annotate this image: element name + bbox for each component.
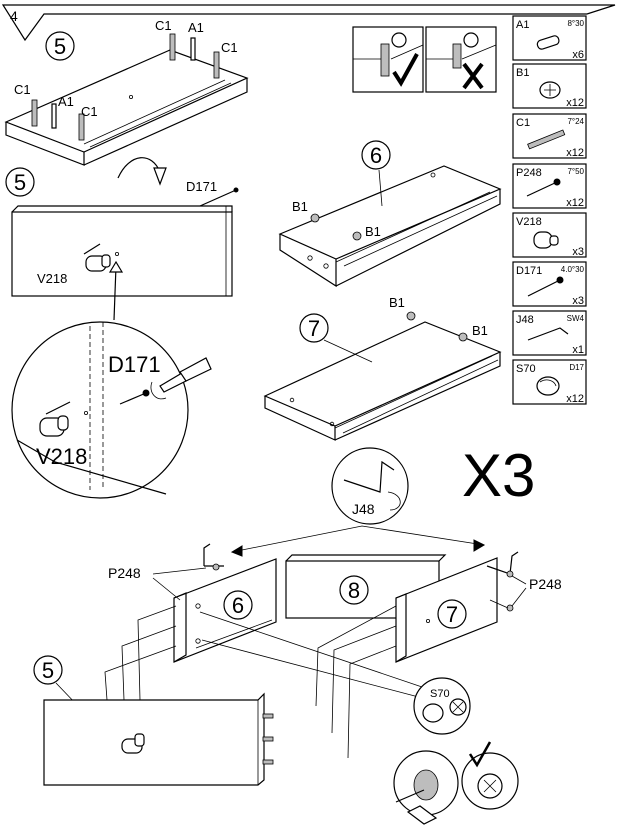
part-qty: x12 [566,147,584,159]
label-v218-small: V218 [37,271,67,286]
part-row: V218 x3 [512,212,587,258]
knob-icon [121,733,145,754]
cam-bolt-icon [262,713,274,765]
panel-number-6: 6 [370,143,382,168]
cap-icon [536,376,560,396]
panel-number-5-bottom: 5 [42,658,54,683]
knob-icon [533,231,559,249]
part-spec: 7°24 [567,117,584,126]
part-row: P248 7°50 x12 [512,163,587,209]
correct-insert-box [352,26,424,93]
part-row: J48 SW4 x1 [512,310,587,356]
screwdriver-icon [159,357,212,393]
screw-icon [527,276,564,297]
panel-number-7-side: 7 [446,602,458,627]
part-row: A1 8°30 x6 [512,15,587,61]
knob-detail-circle: D171 V218 [11,321,212,499]
panel-5-top-view: 5 C1 A1 C1 C1 A1 C1 [4,18,249,166]
label-a1-top: A1 [188,20,204,35]
cam-bolt-icon [527,129,566,150]
panel-6-view: 6 B1 B1 [278,140,502,288]
part-row: S70 D17 x12 [512,359,587,405]
cam-lock-icon [477,773,503,799]
label-c1-left: C1 [14,82,31,97]
allen-key-icon [527,327,569,341]
cam-lock-icon [395,769,439,825]
part-code: P248 [516,167,542,179]
part-spec: 7°50 [567,167,584,176]
panel-number-5-top: 5 [54,34,66,59]
step-header: 4 [1,4,616,42]
panel-number-5-front: 5 [14,170,26,195]
cam-lock-icon [406,311,468,342]
label-d171-top: D171 [186,179,217,194]
label-b1-p7-right: B1 [472,323,488,338]
part-row: C1 7°24 x12 [512,113,587,159]
part-qty: x12 [566,197,584,209]
label-b1-p7-left: B1 [389,295,405,310]
part-qty: x3 [572,295,584,307]
screw-icon [203,543,519,612]
knob-icon [39,415,69,437]
part-code: J48 [516,314,534,326]
panel-number-7: 7 [308,316,320,341]
cross-icon [462,62,484,90]
label-b1-p6-right: B1 [365,224,381,239]
label-p248-left: P248 [108,565,141,581]
panel-5-front-view: 5 D171 V218 [5,167,239,297]
parts-list: A1 8°30 x6 B1 x12 C1 7°24 x12 P248 7°50 … [512,15,587,405]
repeat-multiplier: X3 [462,442,535,509]
cap-icon [422,698,467,723]
cam-lock-icon [310,213,362,241]
part-qty: x1 [572,344,584,356]
part-qty: x12 [566,97,584,109]
check-icon [468,741,492,768]
part-spec: SW4 [567,314,585,323]
part-code: V218 [516,216,542,228]
part-code: B1 [516,67,529,79]
label-j48: J48 [352,501,375,517]
drawer-assembly: 8 6 7 P2 [33,525,562,825]
panel-number-8: 8 [348,578,360,603]
wrong-insert-box [425,26,497,93]
dowel-icon [536,35,560,50]
label-p248-right: P248 [529,576,562,592]
part-spec: D17 [569,363,584,372]
part-code: A1 [516,19,529,31]
part-qty: x3 [572,246,584,258]
part-code: C1 [516,117,530,129]
part-code: S70 [516,363,536,375]
label-s70: S70 [430,688,450,700]
label-c1-top: C1 [155,18,172,33]
panel-number-6-side: 6 [232,593,244,618]
step-number: 4 [10,8,18,24]
label-c1-right: C1 [221,40,238,55]
cam-lock-icon [539,81,561,99]
rotate-arrow-icon [117,157,167,186]
dowel-icon [51,37,196,129]
part-spec: 8°30 [567,19,584,28]
part-spec: 4.0°30 [561,265,585,274]
check-icon [392,53,419,87]
label-a1-left: A1 [58,94,74,109]
allen-key-icon [343,460,395,493]
screw-icon [199,187,239,207]
part-qty: x6 [572,49,584,61]
label-v218-large: V218 [36,444,87,469]
label-c1-front: C1 [81,104,98,119]
part-qty: x12 [566,393,584,405]
knob-icon [85,254,111,272]
screw-icon [526,178,561,197]
screw-icon [119,389,150,405]
part-row: B1 x12 [512,63,587,109]
cam-bolt-icon [31,33,220,141]
allen-key-detail: J48 [331,447,409,525]
label-b1-p6-left: B1 [292,199,308,214]
part-code: D171 [516,265,542,277]
label-d171-large: D171 [108,352,161,377]
panel-7-view: 7 B1 B1 [263,295,502,441]
part-row: D171 4.0°30 x3 [512,261,587,307]
